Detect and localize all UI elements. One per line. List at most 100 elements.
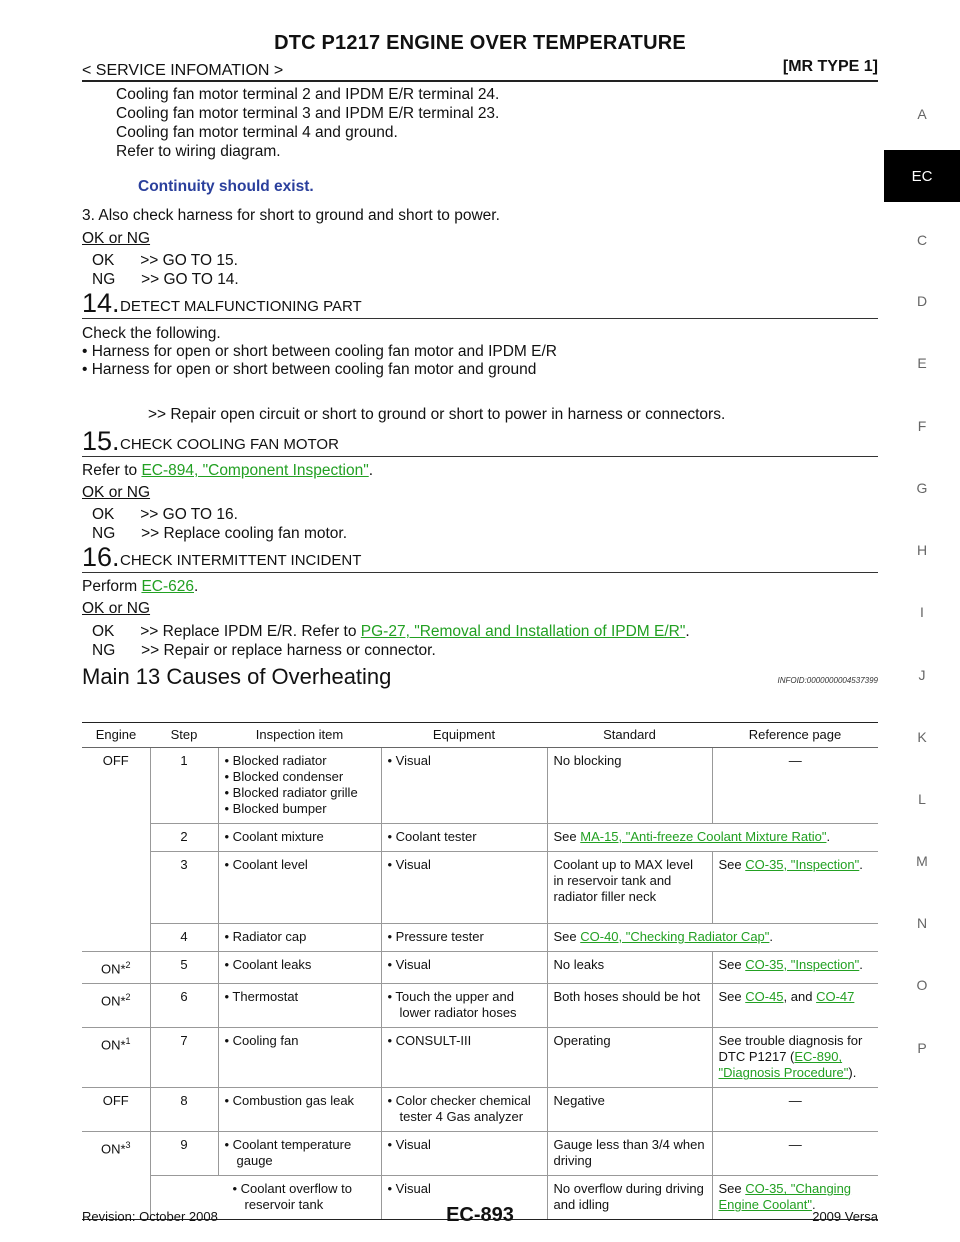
cell-standard: Both hoses should be hot bbox=[546, 983, 712, 1029]
step-title: CHECK COOLING FAN MOTOR bbox=[120, 436, 339, 453]
step14-bullet: • Harness for open or short between cool… bbox=[82, 343, 557, 360]
cell-step: 3 bbox=[149, 851, 218, 924]
side-index-n[interactable]: N bbox=[916, 915, 928, 931]
table-row: ON*2 6 • Thermostat • Touch the upper an… bbox=[82, 983, 878, 1029]
text: See bbox=[718, 989, 746, 1005]
side-index-a[interactable]: A bbox=[917, 106, 927, 122]
cell-reference: See CO-45, and CO-47 bbox=[711, 983, 878, 1029]
list-item: • Blocked radiator grille bbox=[224, 785, 358, 800]
ok-result: OK >> Replace IPDM E/R. Refer to PG-27, … bbox=[92, 622, 690, 641]
co-35-inspection-link[interactable]: CO-35, "Inspection" bbox=[745, 957, 860, 972]
side-index-ec-active[interactable]: EC bbox=[884, 150, 960, 202]
table-row: ON*3 9 • Coolant temperature gauge • Vis… bbox=[82, 1131, 878, 1221]
side-index-k[interactable]: K bbox=[917, 729, 927, 745]
step-14-heading: 14. DETECT MALFUNCTIONING PART bbox=[82, 286, 878, 319]
side-index-d[interactable]: D bbox=[916, 293, 928, 309]
text: . bbox=[769, 929, 774, 944]
text: . bbox=[812, 1197, 816, 1213]
cell-step: 6 bbox=[149, 983, 218, 1029]
text: ). bbox=[848, 1065, 857, 1081]
footnote-mark: 2 bbox=[125, 992, 131, 1003]
co-35-inspection-link[interactable]: CO-35, "Inspection" bbox=[745, 857, 860, 872]
cell-reference: See CO-35, "Changing Engine Coolant". bbox=[711, 1175, 878, 1221]
cell-step: 1 bbox=[149, 747, 218, 824]
cell-engine: ON*3 bbox=[82, 1131, 150, 1221]
ok-ng-label: OK or NG bbox=[82, 600, 151, 617]
cell-equipment: • Visual bbox=[380, 1131, 547, 1177]
text: • Coolant overflow to reservoir tank bbox=[232, 1181, 352, 1213]
cell-standard: Negative bbox=[546, 1087, 712, 1133]
cell-inspection-item: • Radiator cap bbox=[217, 923, 381, 952]
footer-page-number: EC-893 bbox=[446, 1204, 514, 1226]
cell-equipment: • Visual bbox=[380, 851, 547, 924]
text: , and bbox=[783, 989, 817, 1005]
ipdm-removal-link[interactable]: PG-27, "Removal and Installation of IPDM… bbox=[360, 623, 686, 640]
text: • Color checker chemical tester 4 Gas an… bbox=[387, 1093, 531, 1125]
list-item: • Blocked condenser bbox=[224, 769, 344, 784]
cell-reference: — bbox=[711, 747, 878, 824]
co-35-changing-coolant-link[interactable]: CO-35, "Changing Engine Coolant" bbox=[718, 1181, 852, 1213]
col-header-inspection-item: Inspection item bbox=[218, 722, 381, 748]
side-index-c[interactable]: C bbox=[916, 232, 928, 248]
cell-engine: ON*2 bbox=[82, 951, 150, 985]
side-index-h[interactable]: H bbox=[916, 542, 928, 558]
cell-reference: — bbox=[711, 1087, 878, 1133]
cell-reference: See trouble diagnosis for DTC P1217 (EC-… bbox=[711, 1027, 878, 1089]
intro-line: Cooling fan motor terminal 2 and IPDM E/… bbox=[116, 86, 500, 103]
cell-engine: ON*1 bbox=[82, 1027, 150, 1089]
component-inspection-link[interactable]: EC-894, "Component Inspection" bbox=[141, 462, 369, 479]
header-section-label: < SERVICE INFOMATION > bbox=[82, 62, 284, 79]
step14-bullet: • Harness for open or short between cool… bbox=[82, 361, 537, 378]
side-index-i[interactable]: I bbox=[920, 604, 924, 620]
footer-revision: Revision: October 2008 bbox=[82, 1209, 218, 1224]
cell-inspection-item: • Coolant overflow to reservoir tank bbox=[149, 1175, 381, 1221]
step-title: DETECT MALFUNCTIONING PART bbox=[120, 298, 362, 315]
side-index-m[interactable]: M bbox=[916, 853, 928, 869]
step-15-heading: 15. CHECK COOLING FAN MOTOR bbox=[82, 424, 878, 457]
co-45-link[interactable]: CO-45 bbox=[745, 989, 784, 1005]
footnote-mark: 2 bbox=[125, 960, 131, 970]
text: See trouble diagnosis for DTC P1217 ( bbox=[718, 1033, 863, 1065]
side-index-p[interactable]: P bbox=[917, 1040, 927, 1056]
step-number: 14. bbox=[82, 288, 120, 318]
continuity-spec: Continuity should exist. bbox=[138, 178, 314, 195]
table-row: 4 • Radiator cap • Pressure tester See C… bbox=[82, 923, 878, 952]
text: See bbox=[718, 957, 746, 972]
ec-890-link[interactable]: EC-890, "Diagnosis Procedure" bbox=[718, 1049, 849, 1081]
side-index-o[interactable]: O bbox=[916, 977, 928, 993]
footnote-mark: 1 bbox=[125, 1036, 131, 1047]
list-item: • Blocked radiator bbox=[224, 753, 327, 768]
side-index-f[interactable]: F bbox=[917, 418, 927, 434]
cell-reference: See MA-15, "Anti-freeze Coolant Mixture … bbox=[546, 823, 878, 852]
ok-ng-label: OK or NG bbox=[82, 230, 151, 247]
cell-inspection-item: • Coolant temperature gauge bbox=[217, 1131, 381, 1177]
intro-line: Cooling fan motor terminal 4 and ground. bbox=[116, 124, 398, 141]
text: ON* bbox=[100, 961, 126, 977]
side-index-j[interactable]: J bbox=[918, 667, 926, 683]
text: See bbox=[718, 1181, 746, 1197]
cell-standard: Gauge less than 3/4 when driving bbox=[546, 1131, 712, 1177]
cell-standard: No leaks bbox=[546, 951, 712, 985]
table-row: 2 • Coolant mixture • Coolant tester See… bbox=[82, 823, 878, 852]
side-index-l[interactable]: L bbox=[918, 791, 926, 807]
co-40-link[interactable]: CO-40, "Checking Radiator Cap" bbox=[580, 929, 770, 944]
cell-standard: No overflow during driving and idling bbox=[546, 1175, 712, 1221]
text: See bbox=[718, 857, 746, 872]
header-rule bbox=[82, 80, 878, 82]
co-47-link[interactable]: CO-47 bbox=[816, 989, 855, 1005]
cell-engine: OFF bbox=[82, 747, 150, 952]
text: . bbox=[859, 857, 863, 872]
col-header-standard: Standard bbox=[547, 722, 712, 748]
ec-626-link[interactable]: EC-626 bbox=[141, 578, 194, 595]
cell-reference: See CO-35, "Inspection". bbox=[711, 951, 878, 985]
text: Refer to bbox=[82, 462, 142, 479]
cell-inspection-item: • Thermostat bbox=[217, 983, 381, 1029]
side-index-e[interactable]: E bbox=[917, 355, 927, 371]
table-row: OFF 8 • Combustion gas leak • Color chec… bbox=[82, 1087, 878, 1133]
cell-inspection-item: • Cooling fan bbox=[217, 1027, 381, 1089]
step-16-heading: 16. CHECK INTERMITTENT INCIDENT bbox=[82, 540, 878, 573]
ok-ng-label: OK or NG bbox=[82, 484, 151, 501]
side-index-g[interactable]: G bbox=[916, 480, 928, 496]
table-row: ON*2 5 • Coolant leaks • Visual No leaks… bbox=[82, 951, 878, 985]
ma-15-link[interactable]: MA-15, "Anti-freeze Coolant Mixture Rati… bbox=[580, 829, 827, 844]
